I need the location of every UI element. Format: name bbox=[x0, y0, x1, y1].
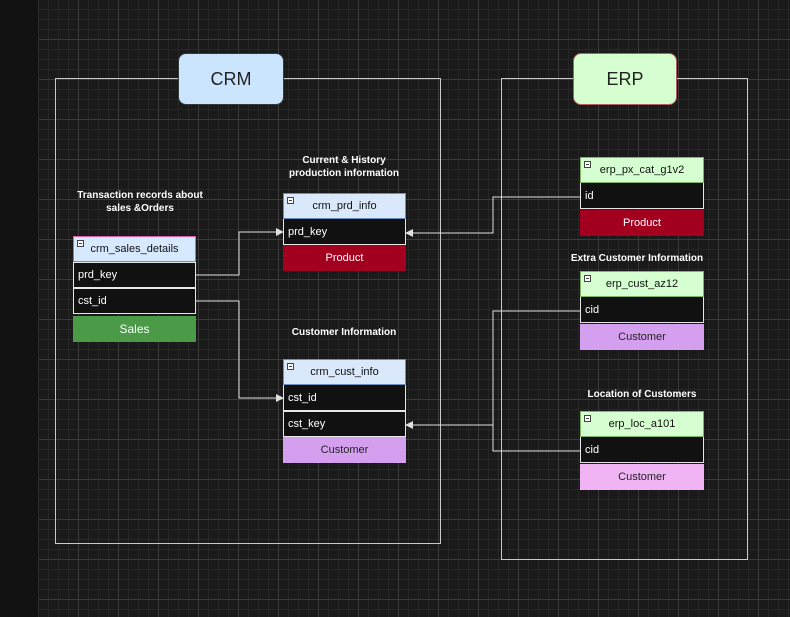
footer-label: Sales bbox=[119, 322, 150, 336]
collapse-icon[interactable] bbox=[287, 197, 294, 204]
product-description-line-2: production information bbox=[289, 168, 399, 179]
table-footer-sales[interactable]: Sales bbox=[73, 316, 196, 342]
table-name: erp_cust_az12 bbox=[605, 278, 679, 290]
connector-px-cat-to-prd-info[interactable] bbox=[405, 196, 580, 237]
connector-loc-a101-to-cust-info[interactable] bbox=[492, 425, 580, 452]
customer-description: Customer Information bbox=[291, 327, 397, 338]
erp-title[interactable]: ERP bbox=[573, 53, 677, 105]
table-footer-customer[interactable]: Customer bbox=[580, 464, 704, 490]
collapse-icon[interactable] bbox=[584, 415, 591, 422]
field-label: cst_id bbox=[78, 295, 107, 307]
footer-label: Customer bbox=[618, 471, 666, 483]
table-erp-cust-az12[interactable]: erp_cust_az12 cid Customer bbox=[580, 271, 704, 351]
table-crm-cust-info[interactable]: crm_cust_info cst_id cst_key Customer bbox=[283, 359, 406, 464]
table-erp-loc-a101[interactable]: erp_loc_a101 cid Customer bbox=[580, 411, 704, 491]
erp-title-text: ERP bbox=[606, 68, 644, 89]
table-row-cst-id[interactable]: cst_id bbox=[283, 385, 406, 411]
field-label: cst_key bbox=[288, 418, 326, 430]
field-label: cid bbox=[585, 303, 600, 316]
connector-sales-to-prd-info[interactable] bbox=[196, 228, 284, 276]
field-label: cst_id bbox=[288, 391, 317, 404]
table-row-id[interactable]: id bbox=[580, 183, 704, 209]
footer-label: Customer bbox=[320, 444, 369, 456]
field-label: prd_key bbox=[288, 225, 328, 238]
footer-label: Product bbox=[623, 217, 661, 229]
sales-description: Transaction records about sales &Orders bbox=[70, 189, 210, 215]
field-label: id bbox=[585, 189, 594, 202]
table-footer-product[interactable]: Product bbox=[580, 210, 704, 236]
collapse-icon[interactable] bbox=[77, 240, 84, 247]
connector-cust-az12-to-cust-info[interactable] bbox=[405, 310, 580, 429]
table-header[interactable]: crm_cust_info bbox=[283, 359, 406, 385]
product-description-line-1: Current & History bbox=[302, 155, 386, 166]
field-label: prd_key bbox=[78, 269, 118, 281]
erp-customer-description: Extra Customer Information bbox=[570, 253, 704, 264]
table-row-cst-key[interactable]: cst_key bbox=[283, 411, 406, 437]
table-header[interactable]: erp_px_cat_g1v2 bbox=[580, 157, 704, 183]
table-name: crm_sales_details bbox=[90, 243, 179, 255]
table-row-cst-id[interactable]: cst_id bbox=[73, 288, 196, 314]
table-crm-sales-details[interactable]: crm_sales_details prd_key cst_id Sales bbox=[73, 236, 196, 342]
table-header[interactable]: crm_sales_details bbox=[73, 236, 196, 262]
erp-location-description: Location of Customers bbox=[587, 389, 697, 400]
footer-label: Product bbox=[325, 252, 364, 264]
table-row-prd-key[interactable]: prd_key bbox=[283, 219, 406, 245]
collapse-icon[interactable] bbox=[584, 161, 591, 168]
sales-description-line-1: Transaction records about bbox=[77, 190, 203, 201]
table-footer-product[interactable]: Product bbox=[283, 245, 406, 271]
table-row-cid[interactable]: cid bbox=[580, 297, 704, 323]
table-name: erp_px_cat_g1v2 bbox=[599, 164, 685, 176]
table-name: crm_cust_info bbox=[310, 366, 379, 378]
field-label: cid bbox=[585, 443, 600, 456]
left-panel-strip bbox=[0, 0, 39, 617]
crm-title-text: CRM bbox=[210, 68, 252, 89]
table-header[interactable]: erp_loc_a101 bbox=[580, 411, 704, 437]
table-name: erp_loc_a101 bbox=[608, 418, 676, 430]
product-description: Current & History production information bbox=[274, 154, 414, 180]
collapse-icon[interactable] bbox=[287, 363, 294, 370]
table-name: crm_prd_info bbox=[312, 200, 377, 212]
table-footer-customer[interactable]: Customer bbox=[283, 437, 406, 463]
table-crm-prd-info[interactable]: crm_prd_info prd_key Product bbox=[283, 193, 406, 272]
table-header[interactable]: crm_prd_info bbox=[283, 193, 406, 219]
table-row-prd-key[interactable]: prd_key bbox=[73, 262, 196, 288]
table-row-cid[interactable]: cid bbox=[580, 437, 704, 463]
table-erp-px-cat-g1v2[interactable]: erp_px_cat_g1v2 id Product bbox=[580, 157, 704, 236]
table-header[interactable]: erp_cust_az12 bbox=[580, 271, 704, 297]
table-footer-customer[interactable]: Customer bbox=[580, 324, 704, 350]
footer-label: Customer bbox=[618, 331, 666, 343]
crm-title[interactable]: CRM bbox=[178, 53, 284, 105]
connector-sales-to-cust-info[interactable] bbox=[196, 300, 284, 402]
sales-description-line-2: sales &Orders bbox=[106, 203, 174, 214]
collapse-icon[interactable] bbox=[584, 275, 591, 282]
